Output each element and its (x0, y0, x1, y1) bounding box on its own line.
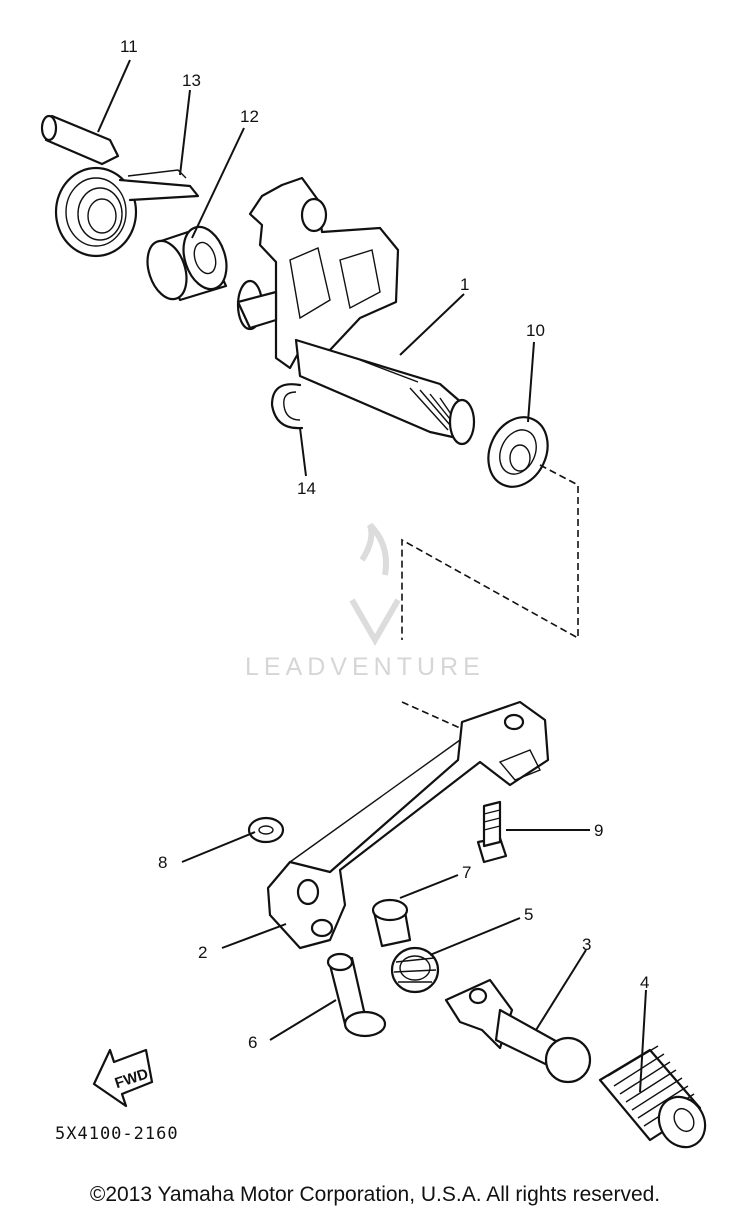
part-1-shift-shaft (236, 176, 476, 446)
watermark-logo-icon (349, 522, 401, 647)
callout-10: 10 (526, 321, 545, 340)
callout-8: 8 (158, 853, 167, 872)
part-9-bolt (476, 800, 508, 864)
callout-4: 4 (640, 973, 649, 992)
part-12-collar (146, 225, 228, 302)
callout-12: 12 (240, 107, 259, 126)
watermark-text: LEADVENTURE (245, 653, 485, 681)
callout-14: 14 (297, 479, 316, 498)
part-11-pin (40, 114, 120, 166)
callout-7: 7 (462, 863, 471, 882)
fwd-arrow-icon: FWD (92, 1048, 154, 1108)
callout-2: 2 (198, 943, 207, 962)
callout-1: 1 (460, 275, 469, 294)
assembly-lines (401, 464, 579, 729)
callout-9: 9 (594, 821, 603, 840)
part-5-spring (390, 946, 440, 994)
part-2-shift-pedal (266, 700, 550, 950)
part-14-circlip (270, 383, 304, 430)
watermark: LEADVENTURE (245, 522, 485, 681)
part-13-spring (54, 166, 200, 258)
callout-11: 11 (120, 37, 138, 56)
part-3-peg (444, 978, 592, 1084)
diagram-code: 5X4100-2160 (55, 1124, 179, 1144)
callout-13: 13 (182, 71, 201, 90)
leader-lines (97, 59, 647, 1093)
callout-5: 5 (524, 905, 533, 924)
callout-3: 3 (582, 935, 591, 954)
part-8-washer (247, 816, 285, 844)
part-4-peg-rubber (598, 1045, 707, 1149)
callout-labels: 11 13 12 1 10 14 8 9 7 5 2 3 4 6 (120, 37, 649, 1052)
part-7-collar (371, 898, 412, 948)
part-10-oil-seal (487, 416, 549, 488)
callout-6: 6 (248, 1033, 257, 1052)
part-6-pin (326, 952, 387, 1038)
copyright-notice: ©2013 Yamaha Motor Corporation, U.S.A. A… (89, 1183, 661, 1206)
